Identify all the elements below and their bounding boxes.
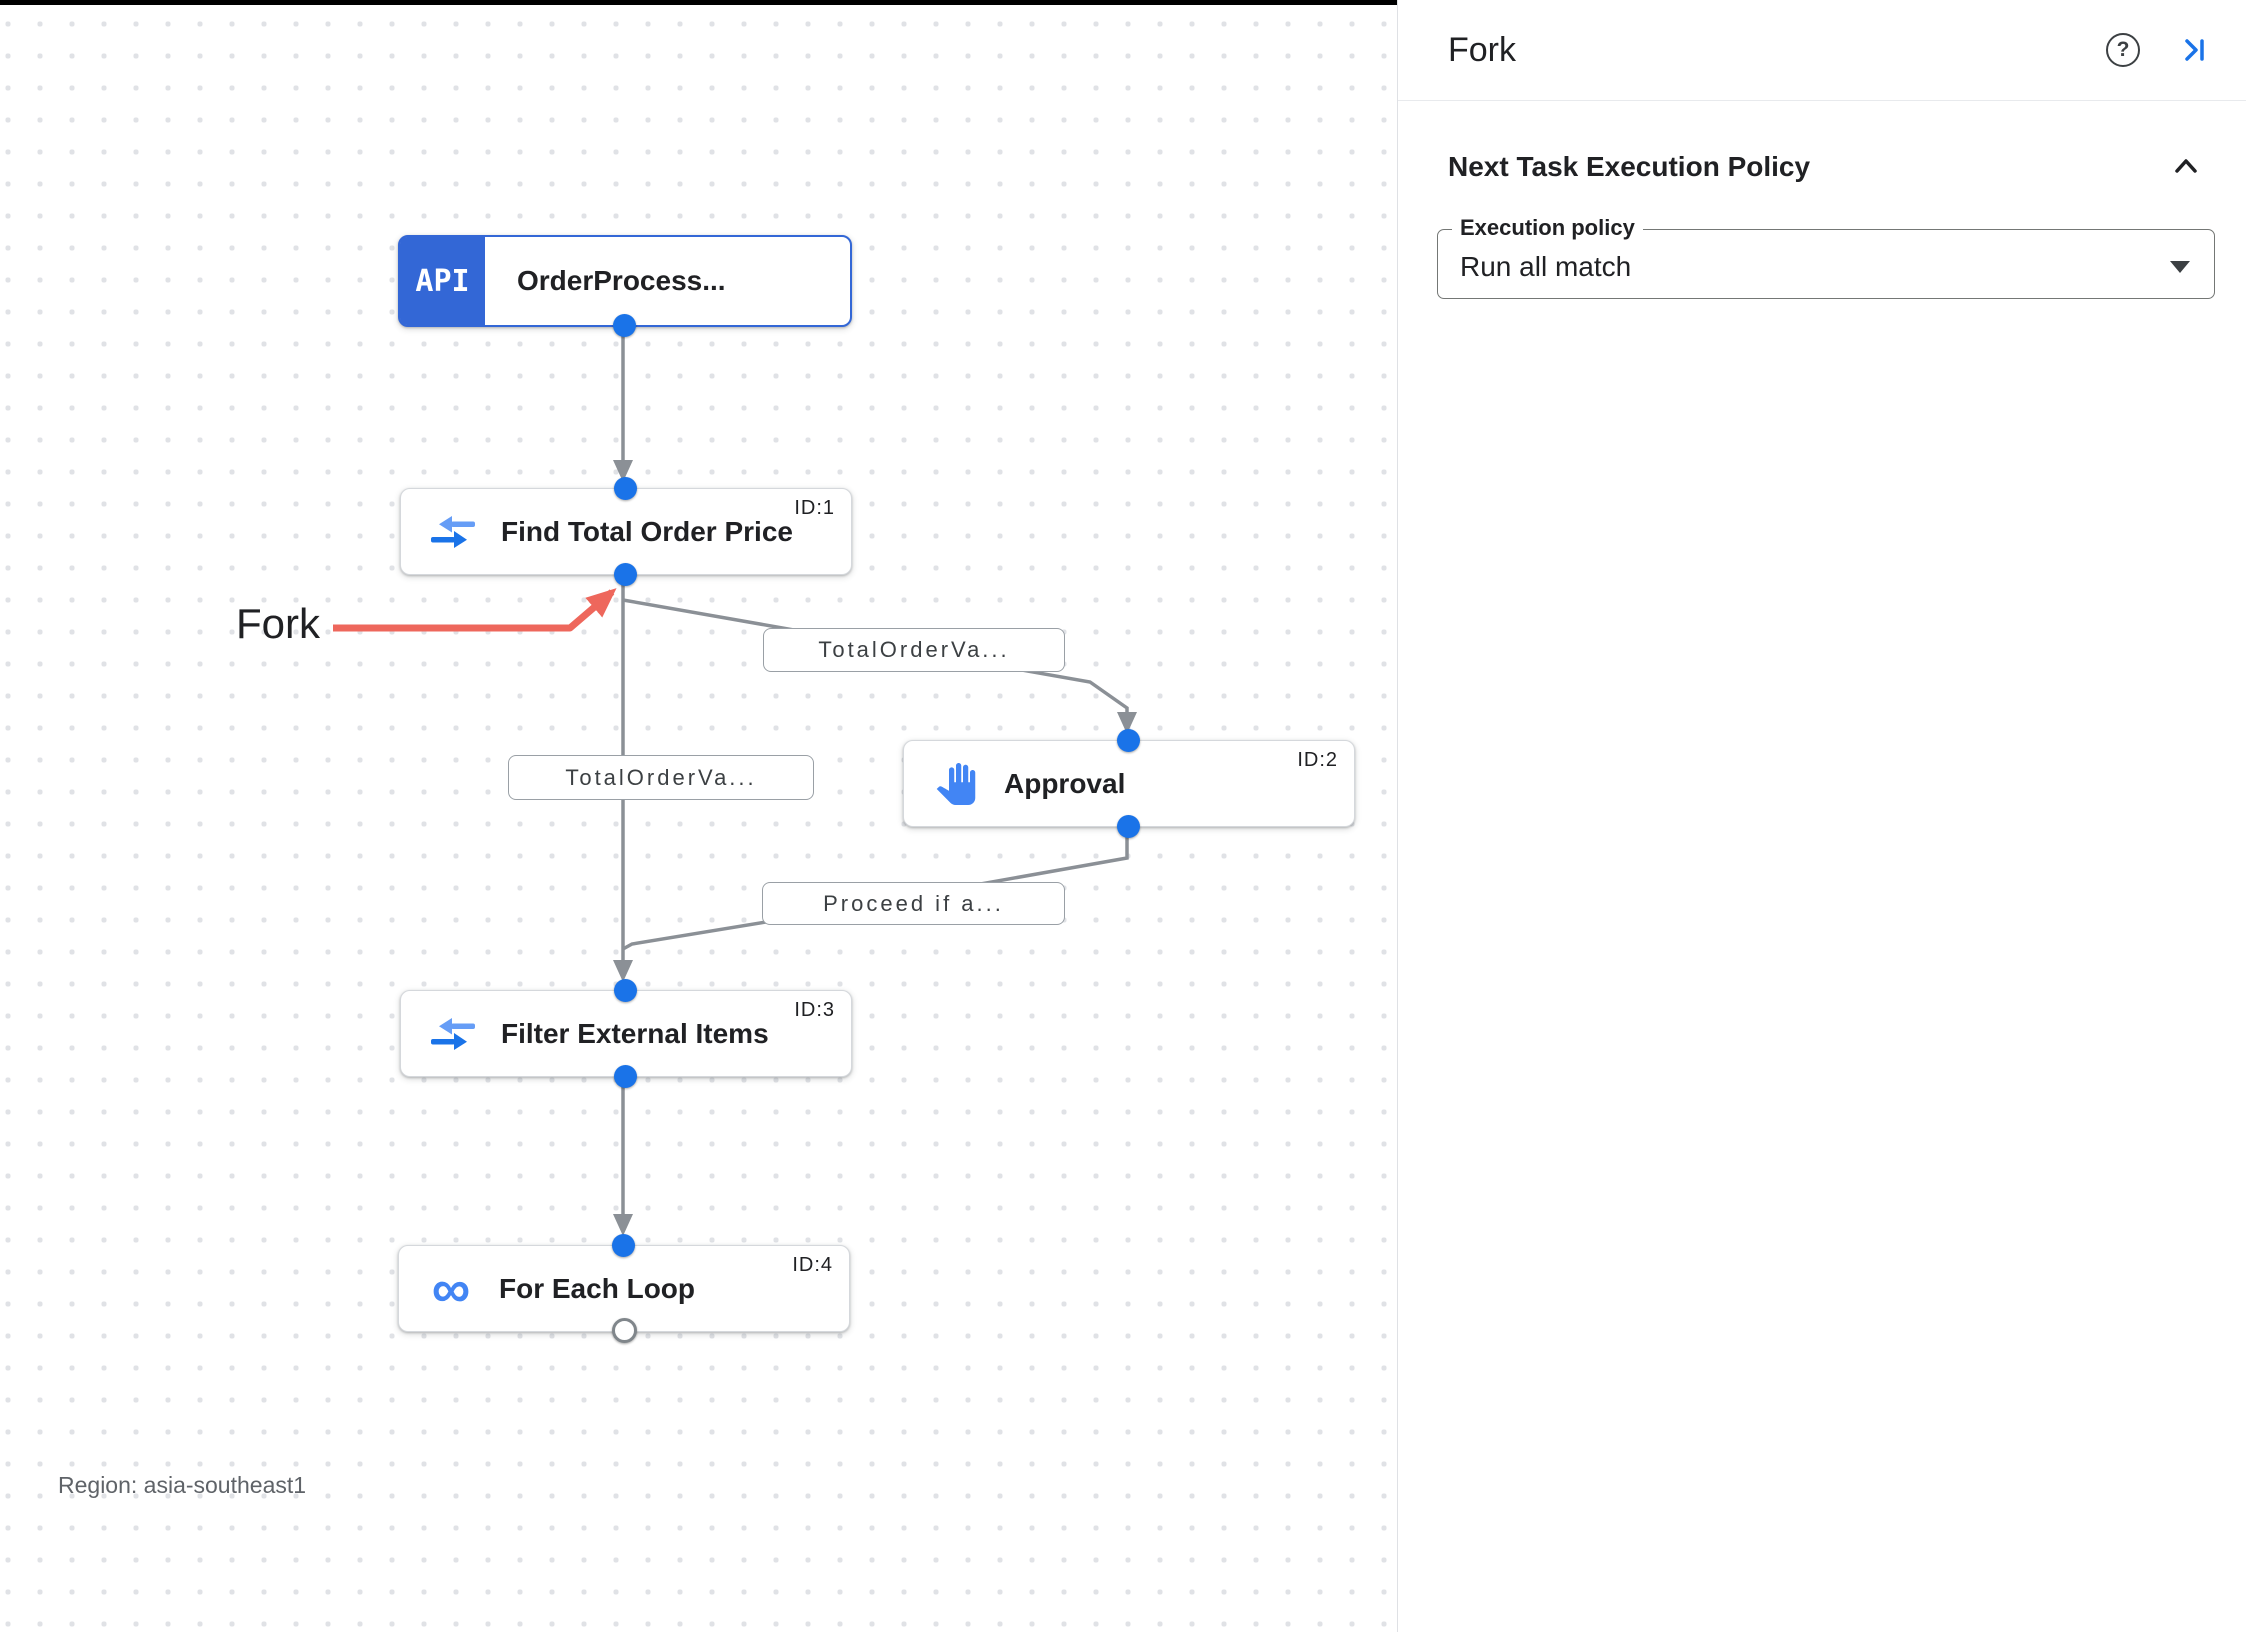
edge-condition-label[interactable]: Proceed if a...: [762, 882, 1065, 925]
canvas-top-border: [0, 0, 1397, 5]
chevron-up-icon[interactable]: [2170, 151, 2202, 183]
execution-policy-select[interactable]: Execution policy Run all match: [1437, 215, 2215, 299]
node-id-badge: ID:1: [794, 497, 835, 519]
node-find-total-order-price[interactable]: ID:1 Find Total Order Price: [400, 477, 852, 586]
node-title: OrderProcess...: [517, 265, 726, 296]
node-orderprocess-trigger[interactable]: API OrderProcess...: [398, 235, 852, 337]
node-title: Filter External Items: [501, 1017, 769, 1049]
edge-condition-label[interactable]: TotalOrderVa...: [763, 628, 1065, 672]
fork-annotation-label: Fork: [236, 600, 320, 647]
execution-policy-label: Execution policy: [1452, 215, 1643, 241]
output-port[interactable]: [612, 1318, 637, 1343]
section-header: Next Task Execution Policy: [1398, 101, 2246, 183]
data-mapping-icon: [429, 1010, 477, 1058]
panel-header: Fork ?: [1398, 0, 2246, 101]
collapse-panel-icon[interactable]: [2178, 34, 2210, 66]
edge-condition-label[interactable]: TotalOrderVa...: [508, 755, 814, 800]
panel-title: Fork: [1448, 30, 1516, 69]
fork-annotation-arrow: [333, 588, 617, 632]
input-port[interactable]: [614, 477, 637, 500]
workflow-canvas[interactable]: API OrderProcess... ID:1 Find Total Orde…: [0, 0, 1397, 1632]
node-id-badge: ID:4: [792, 1254, 833, 1276]
node-for-each-loop[interactable]: ID:4 ∞ For Each Loop: [398, 1234, 850, 1343]
node-title: Find Total Order Price: [501, 515, 793, 547]
output-port[interactable]: [1117, 815, 1140, 838]
execution-policy-value: Run all match: [1460, 251, 1632, 282]
for-each-loop-icon: ∞: [431, 1258, 471, 1319]
input-port[interactable]: [612, 1234, 635, 1257]
output-port[interactable]: [613, 314, 636, 337]
output-port[interactable]: [614, 1065, 637, 1088]
input-port[interactable]: [614, 979, 637, 1002]
node-id-badge: ID:2: [1297, 749, 1338, 771]
node-id-badge: ID:3: [794, 999, 835, 1021]
node-filter-external-items[interactable]: ID:3 Filter External Items: [400, 979, 852, 1088]
data-mapping-icon: [429, 508, 477, 556]
panel-header-icons: ?: [2106, 33, 2210, 67]
region-label: Region: asia-southeast1: [58, 1472, 307, 1498]
section-title: Next Task Execution Policy: [1448, 151, 1811, 182]
api-trigger-badge-icon: API: [400, 237, 485, 325]
node-title: For Each Loop: [499, 1272, 695, 1304]
task-config-panel: Fork ? Next Task Execution Policy Execut…: [1397, 0, 2246, 1632]
next-task-execution-policy-section: Next Task Execution Policy Execution pol…: [1398, 101, 2246, 299]
output-port[interactable]: [614, 563, 637, 586]
dropdown-arrow-icon: [2170, 261, 2190, 273]
approval-hand-icon: [932, 760, 980, 808]
help-icon[interactable]: ?: [2106, 33, 2140, 67]
node-title: Approval: [1004, 767, 1126, 799]
node-approval[interactable]: ID:2 Approval: [903, 729, 1355, 838]
input-port[interactable]: [1117, 729, 1140, 752]
